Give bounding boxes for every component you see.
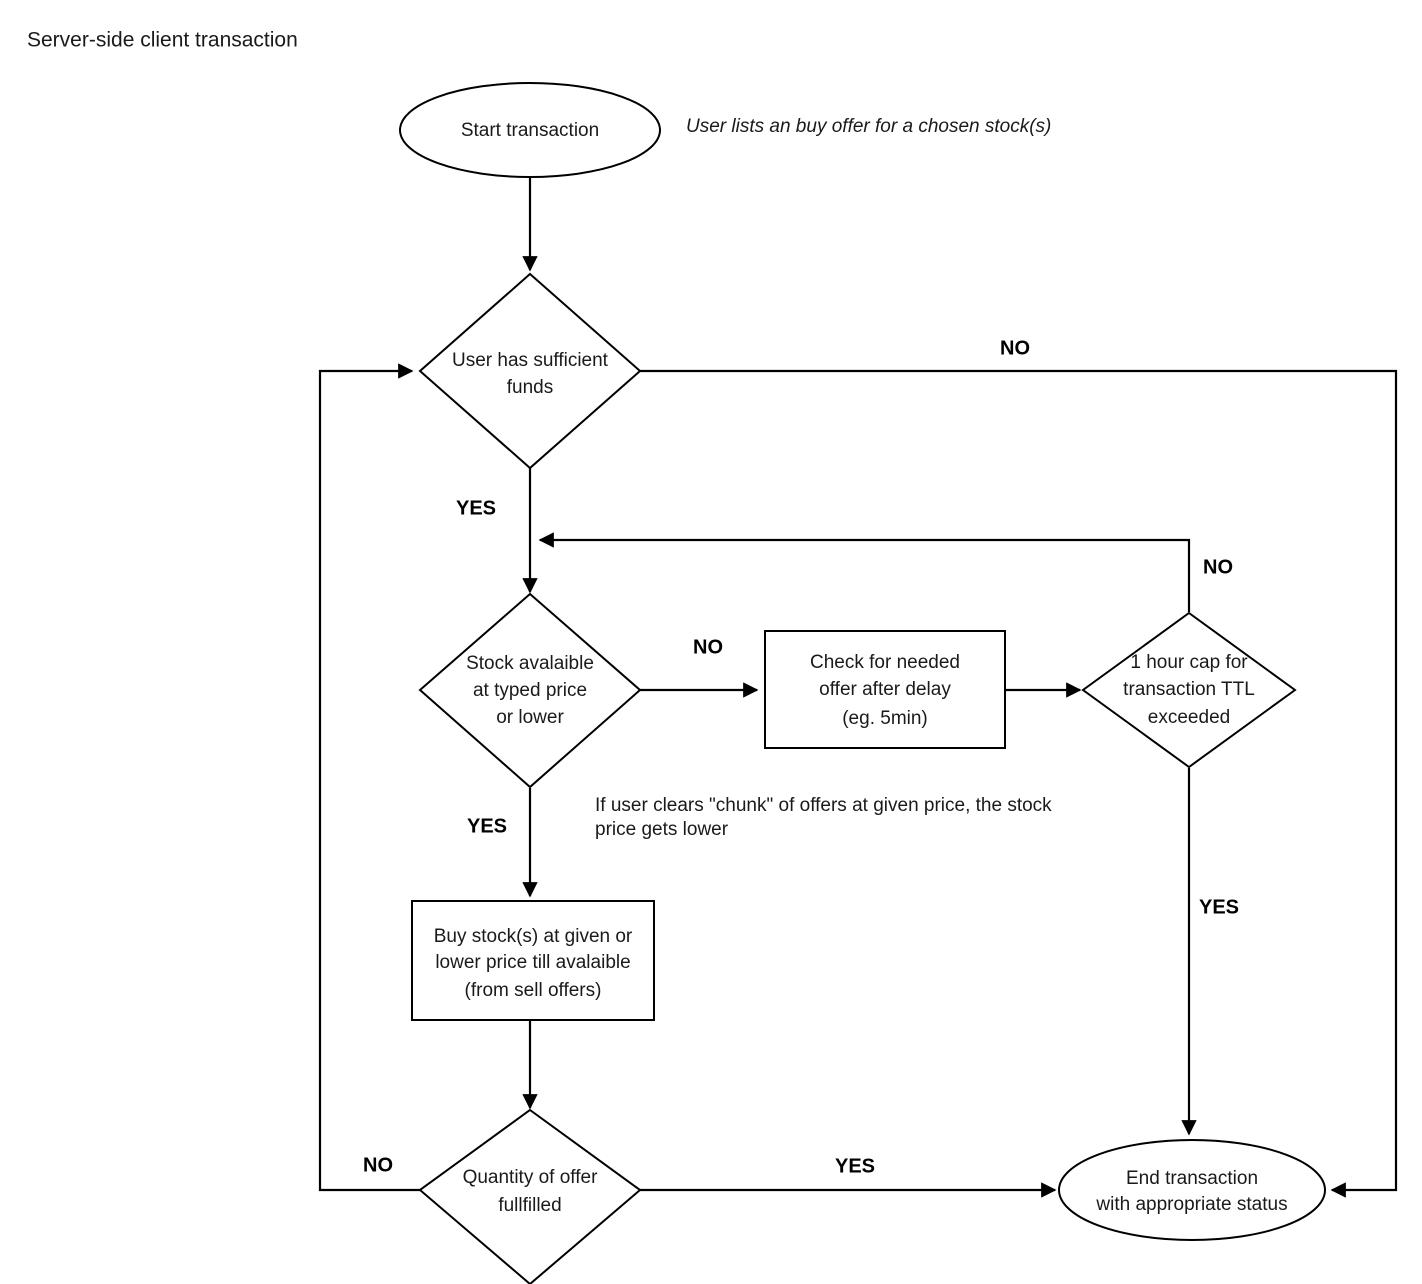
node-quantity-label-line2: fullfilled bbox=[498, 1195, 561, 1216]
annotation-start-note: User lists an buy offer for a chosen sto… bbox=[686, 116, 1051, 137]
node-stock-label-line2: at typed price bbox=[473, 680, 587, 701]
node-buy-stocks-at-given-price[interactable]: Buy stock(s) at given or lower price til… bbox=[411, 900, 655, 1021]
node-funds-label-line2: funds bbox=[507, 377, 553, 398]
node-end-transaction[interactable]: End transaction with appropriate status bbox=[1058, 1139, 1326, 1241]
ttl-diamond-shape bbox=[1081, 611, 1297, 769]
node-quantity-of-offer-fulfilled[interactable]: Quantity of offer fullfilled bbox=[418, 1108, 642, 1284]
node-start-transaction[interactable]: Start transaction bbox=[399, 82, 661, 178]
node-end-label-line2: with appropriate status bbox=[1095, 1194, 1287, 1215]
delay-rect-shape bbox=[764, 630, 1006, 749]
buy-rect-shape bbox=[411, 900, 655, 1021]
edge-label-quantity-yes: YES bbox=[835, 1155, 875, 1177]
node-delay-label-line2: offer after delay bbox=[819, 679, 951, 700]
edge-ttl-no-to-stock bbox=[538, 532, 1191, 612]
node-check-for-needed-offer[interactable]: Check for needed offer after delay (eg. … bbox=[764, 630, 1006, 749]
node-user-has-sufficient-funds[interactable]: User has sufficient funds bbox=[418, 272, 642, 470]
node-ttl-label-line3: exceeded bbox=[1148, 707, 1230, 728]
annotation-chunk-note-line1: If user clears "chunk" of offers at give… bbox=[595, 795, 1052, 816]
node-buy-label-line3: (from sell offers) bbox=[465, 980, 602, 1001]
node-stock-label-line1: Stock avalaible bbox=[466, 653, 594, 674]
node-buy-label-line2: lower price till avalaible bbox=[435, 952, 630, 973]
edge-label-quantity-no: NO bbox=[363, 1154, 393, 1176]
funds-diamond-shape bbox=[418, 272, 642, 470]
node-one-hour-cap-ttl-exceeded[interactable]: 1 hour cap for transaction TTL exceeded bbox=[1081, 611, 1297, 769]
stock-diamond-shape bbox=[418, 592, 642, 789]
edge-label-ttl-no: NO bbox=[1203, 556, 1233, 578]
edge-label-funds-no: NO bbox=[1000, 337, 1030, 359]
edge-label-funds-yes: YES bbox=[456, 497, 496, 519]
edge-label-stock-yes: YES bbox=[467, 815, 507, 837]
node-quantity-label-line1: Quantity of offer bbox=[463, 1167, 599, 1188]
end-ellipse-shape bbox=[1058, 1139, 1326, 1241]
node-delay-label-line3: (eg. 5min) bbox=[842, 708, 928, 729]
node-ttl-label-line1: 1 hour cap for bbox=[1130, 652, 1248, 673]
node-stock-label-line3: or lower bbox=[496, 707, 564, 728]
node-start-label: Start transaction bbox=[461, 120, 599, 141]
quantity-diamond-shape bbox=[418, 1108, 642, 1284]
edge-label-stock-no: NO bbox=[693, 636, 723, 658]
start-ellipse-shape bbox=[399, 82, 661, 178]
node-buy-label-line1: Buy stock(s) at given or bbox=[434, 926, 633, 947]
diagram-title: Server-side client transaction bbox=[27, 29, 298, 52]
node-funds-label-line1: User has sufficient bbox=[452, 350, 609, 371]
node-stock-available-at-typed-price[interactable]: Stock avalaible at typed price or lower bbox=[418, 592, 642, 789]
edge-funds-no-to-end bbox=[640, 369, 1398, 1198]
edge-label-ttl-yes: YES bbox=[1199, 896, 1239, 918]
node-end-label-line1: End transaction bbox=[1126, 1168, 1258, 1189]
annotation-chunk-note-line2: price gets lower bbox=[595, 819, 729, 840]
edge-quantity-no-to-funds bbox=[318, 363, 420, 1192]
node-delay-label-line1: Check for needed bbox=[810, 652, 960, 673]
node-ttl-label-line2: transaction TTL bbox=[1123, 679, 1255, 700]
